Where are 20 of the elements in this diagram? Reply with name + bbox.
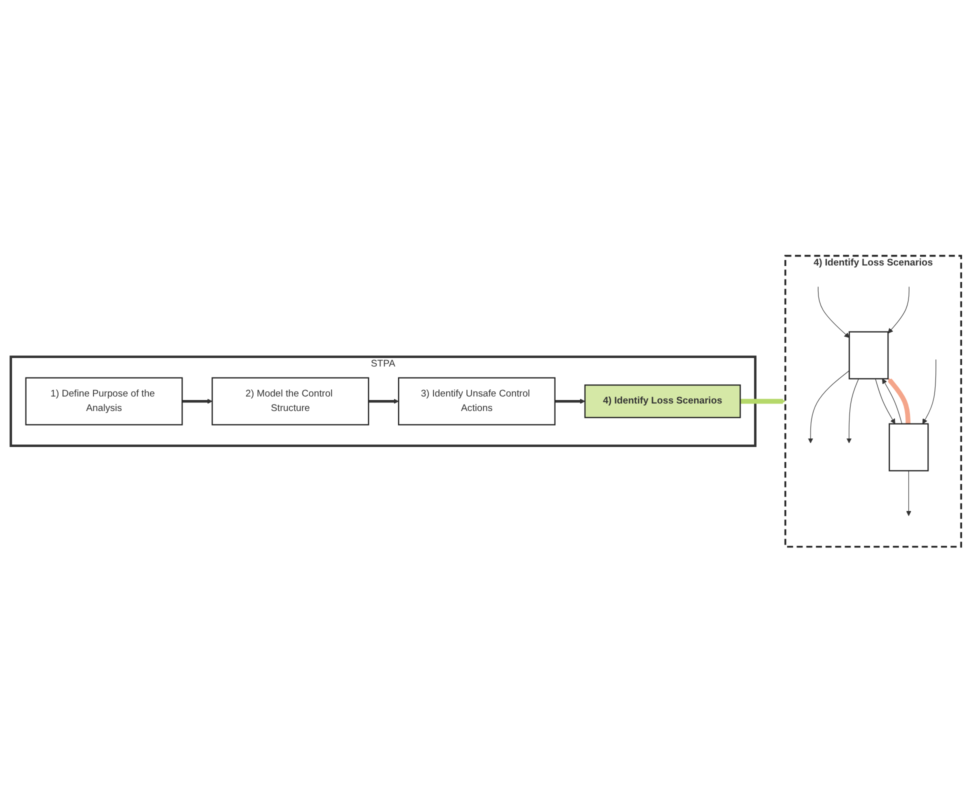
arrow [182, 398, 212, 404]
process-box: 4) Identify Loss Scenarios [584, 384, 740, 418]
arrow [807, 370, 850, 444]
process-box: 3) Identify Unsafe Control Actions [398, 377, 555, 426]
arrow [368, 398, 398, 404]
arrow [554, 398, 585, 404]
process-box: 2) Model the Control Structure [211, 377, 369, 426]
arrow [922, 359, 936, 424]
arrow [882, 378, 902, 424]
arrow [906, 470, 911, 516]
arrow [887, 286, 909, 334]
process-box: 1) Define Purpose of the Analysis [24, 377, 182, 426]
arrow [874, 378, 895, 424]
arrow [817, 286, 850, 338]
arrow [740, 398, 786, 404]
empty-box [888, 423, 928, 472]
dashed-frame: 4) Identify Loss Scenarios [784, 255, 962, 548]
empty-box [848, 331, 888, 380]
arrow [846, 378, 858, 444]
arrow [887, 378, 910, 424]
